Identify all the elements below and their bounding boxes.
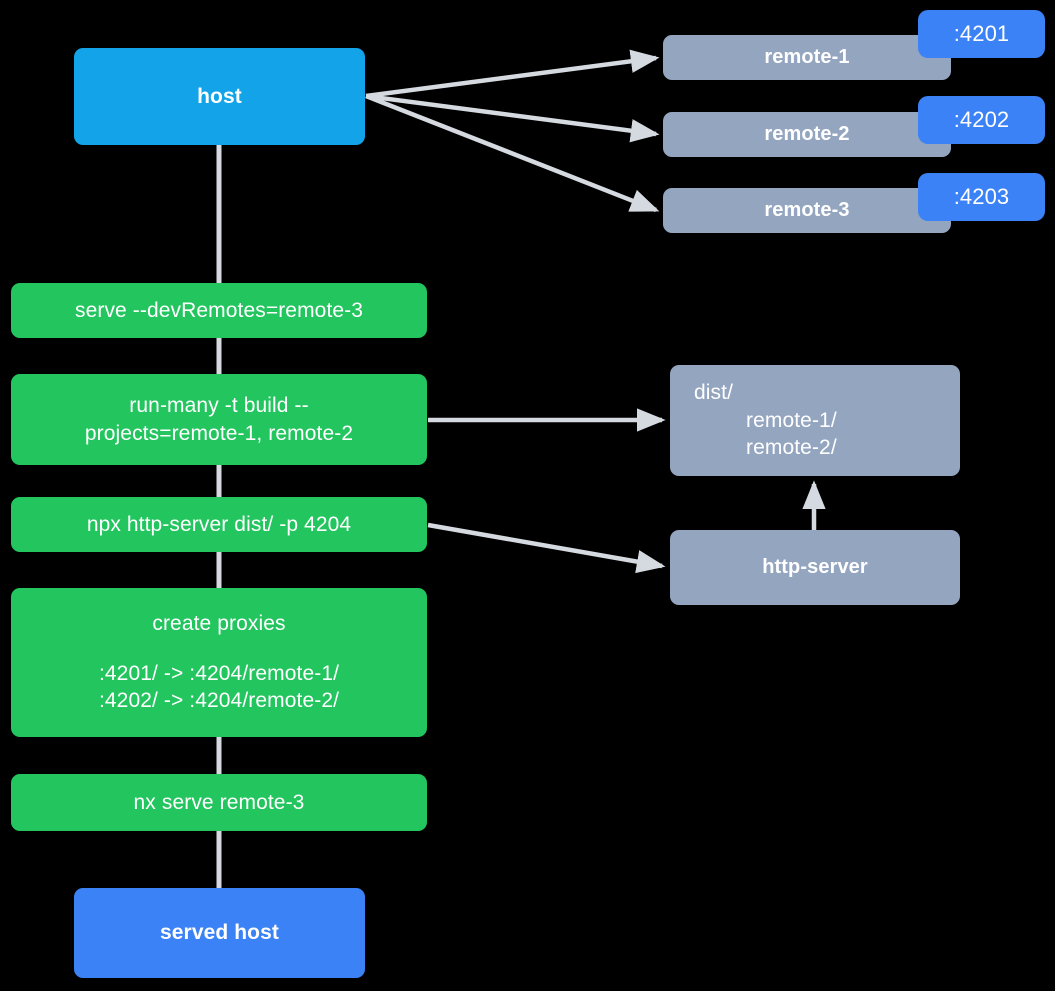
node-served-host[interactable]: served host xyxy=(74,888,365,978)
port-badge-remote-1-label: :4201 xyxy=(953,21,1010,47)
port-badge-remote-2[interactable]: :4202 xyxy=(918,96,1045,144)
command-run-many-build-line-1: run-many -t build -- xyxy=(129,393,309,417)
edge-npx-to-http-server xyxy=(427,522,666,574)
edge-host-to-remote-1 xyxy=(365,49,660,99)
node-dist-folder-line-1: dist/ xyxy=(694,380,734,404)
command-create-proxies-line-1: create proxies xyxy=(152,611,286,635)
port-badge-remote-3[interactable]: :4203 xyxy=(918,173,1045,221)
node-remote-3-label: remote-3 xyxy=(764,199,850,222)
command-serve-dev-remotes[interactable]: serve --devRemotes=remote-3 xyxy=(11,283,427,338)
node-host-label: host xyxy=(197,84,242,108)
command-run-many-build[interactable]: run-many -t build -- projects=remote-1, … xyxy=(11,374,427,465)
command-nx-serve-remote-3-line-1: nx serve remote-3 xyxy=(133,790,305,814)
command-create-proxies-line-3: :4202/ -> :4204/remote-2/ xyxy=(98,689,340,713)
edge-host-to-remote-3 xyxy=(365,93,660,213)
command-create-proxies[interactable]: create proxies :4201/ -> :4204/remote-1/… xyxy=(11,588,427,737)
port-badge-remote-1[interactable]: :4201 xyxy=(918,10,1045,58)
node-remote-1-label: remote-1 xyxy=(764,46,850,69)
node-served-host-label: served host xyxy=(160,921,279,945)
command-npx-http-server-line-1: npx http-server dist/ -p 4204 xyxy=(86,512,352,536)
node-http-server[interactable]: http-server xyxy=(670,530,960,605)
node-remote-1[interactable]: remote-1 xyxy=(663,35,951,80)
command-npx-http-server[interactable]: npx http-server dist/ -p 4204 xyxy=(11,497,427,552)
node-dist-folder-line-2: remote-1/ xyxy=(746,408,837,432)
command-run-many-build-line-2: projects=remote-1, remote-2 xyxy=(84,421,354,445)
command-nx-serve-remote-3[interactable]: nx serve remote-3 xyxy=(11,774,427,831)
port-badge-remote-2-label: :4202 xyxy=(953,107,1010,133)
node-dist-folder-line-3: remote-2/ xyxy=(746,436,837,460)
node-dist-folder[interactable]: dist/ remote-1/ remote-2/ xyxy=(670,365,960,476)
command-create-proxies-line-2: :4201/ -> :4204/remote-1/ xyxy=(98,661,340,685)
node-remote-2[interactable]: remote-2 xyxy=(663,112,951,157)
port-badge-remote-3-label: :4203 xyxy=(953,184,1010,210)
node-host[interactable]: host xyxy=(74,48,365,145)
command-serve-dev-remotes-line-1: serve --devRemotes=remote-3 xyxy=(74,298,364,322)
node-remote-2-label: remote-2 xyxy=(764,123,850,146)
node-http-server-label: http-server xyxy=(762,556,868,579)
node-remote-3[interactable]: remote-3 xyxy=(663,188,951,233)
edge-host-to-remote-2 xyxy=(365,93,660,143)
